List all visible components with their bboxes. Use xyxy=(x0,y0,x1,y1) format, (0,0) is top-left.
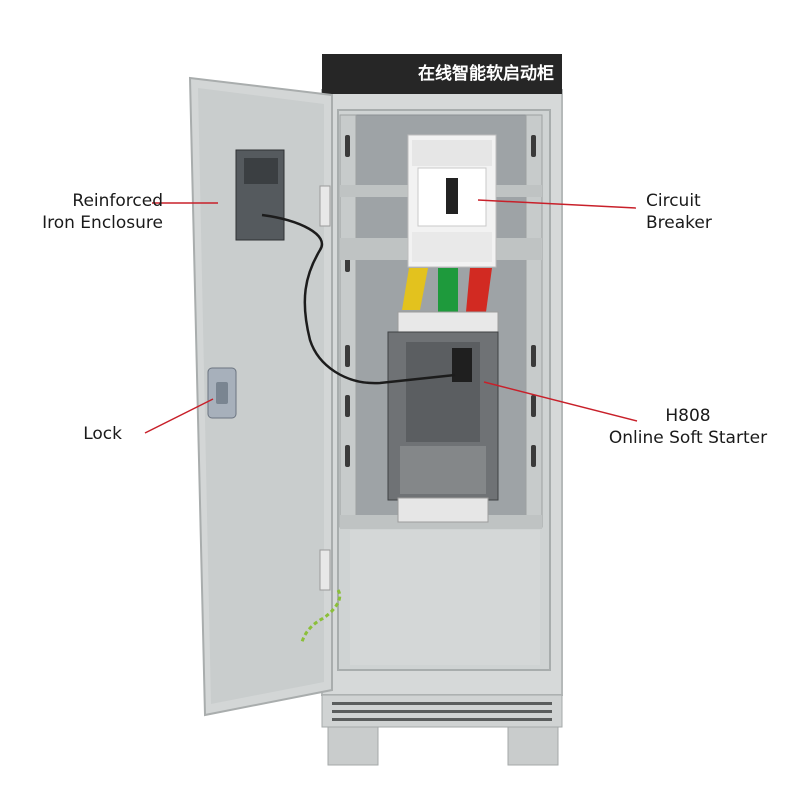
callout-h808-soft-starter: H808 Online Soft Starter xyxy=(598,405,778,449)
callout-reinforced-iron-enclosure: Reinforced Iron Enclosure xyxy=(20,190,163,234)
callout-starter-line2: Online Soft Starter xyxy=(608,428,768,448)
soft-starter xyxy=(387,331,499,523)
callout-lock: Lock xyxy=(60,423,122,445)
control-wire xyxy=(261,213,456,385)
callout-leaders xyxy=(144,199,638,434)
callout-starter-line1: H808 xyxy=(665,406,711,426)
circuit-breaker xyxy=(407,134,497,268)
door-lock xyxy=(207,367,237,419)
cabinet-door xyxy=(188,76,333,717)
bus-bars xyxy=(397,268,499,339)
callout-enclosure-line1: Reinforced xyxy=(72,191,163,211)
callout-breaker-line2: Breaker xyxy=(646,213,712,233)
callout-breaker-line1: Circuit xyxy=(646,191,701,211)
cabinet-header-title: 在线智能软启动柜 xyxy=(418,64,554,84)
callout-lock-label: Lock xyxy=(83,424,122,444)
ground-wire xyxy=(300,589,342,643)
cabinet-header-bar xyxy=(322,54,562,94)
callout-circuit-breaker: Circuit Breaker xyxy=(646,190,766,234)
callout-enclosure-line2: Iron Enclosure xyxy=(42,213,163,233)
